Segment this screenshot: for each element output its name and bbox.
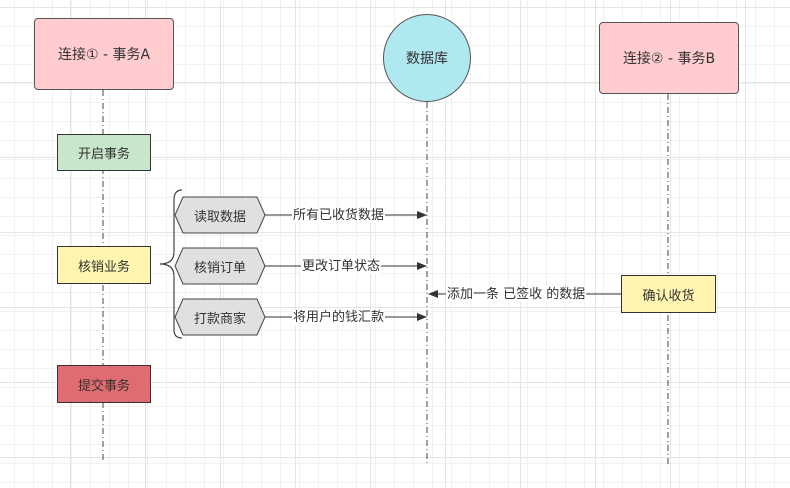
sub-step-verify-order[interactable]: 核销订单 (174, 247, 266, 285)
step-commit-transaction[interactable]: 提交事务 (57, 365, 151, 403)
step-business-label: 核销业务 (77, 259, 130, 275)
participant-conn-a-label: 连接① - 事务A (57, 47, 151, 63)
participant-database[interactable]: 数据库 (383, 14, 471, 102)
hexagon-shape (174, 298, 266, 336)
step-confirm-label: 确认收货 (642, 288, 695, 304)
step-commit-label: 提交事务 (77, 378, 130, 394)
sub-step-verify-label: 核销订单 (193, 260, 246, 276)
brace (159, 189, 183, 339)
message-read-label: 所有已收货数据 (292, 208, 386, 223)
participant-conn-b-label: 连接② - 事务B (622, 51, 716, 67)
hexagon-shape (174, 247, 266, 285)
step-confirm-receipt[interactable]: 确认收货 (621, 275, 716, 313)
sub-step-pay-merchant[interactable]: 打款商家 (174, 298, 266, 336)
step-business[interactable]: 核销业务 (57, 246, 151, 284)
step-begin-label: 开启事务 (77, 147, 130, 162)
step-begin-transaction[interactable]: 开启事务 (57, 134, 151, 171)
sub-step-read-label: 读取数据 (193, 209, 246, 225)
participant-conn-b[interactable]: 连接② - 事务B (599, 22, 739, 94)
sub-step-read[interactable]: 读取数据 (174, 196, 266, 234)
message-pay-label: 将用户的钱汇款 (292, 310, 386, 325)
hexagon-shape (174, 196, 266, 234)
participant-conn-a[interactable]: 连接① - 事务A (34, 18, 174, 90)
message-update-label: 更改订单状态 (301, 259, 382, 274)
message-insert-label: 添加一条 已签收 的数据 (446, 287, 587, 302)
participant-database-label: 数据库 (406, 51, 448, 67)
sub-step-pay-label: 打款商家 (193, 311, 246, 327)
